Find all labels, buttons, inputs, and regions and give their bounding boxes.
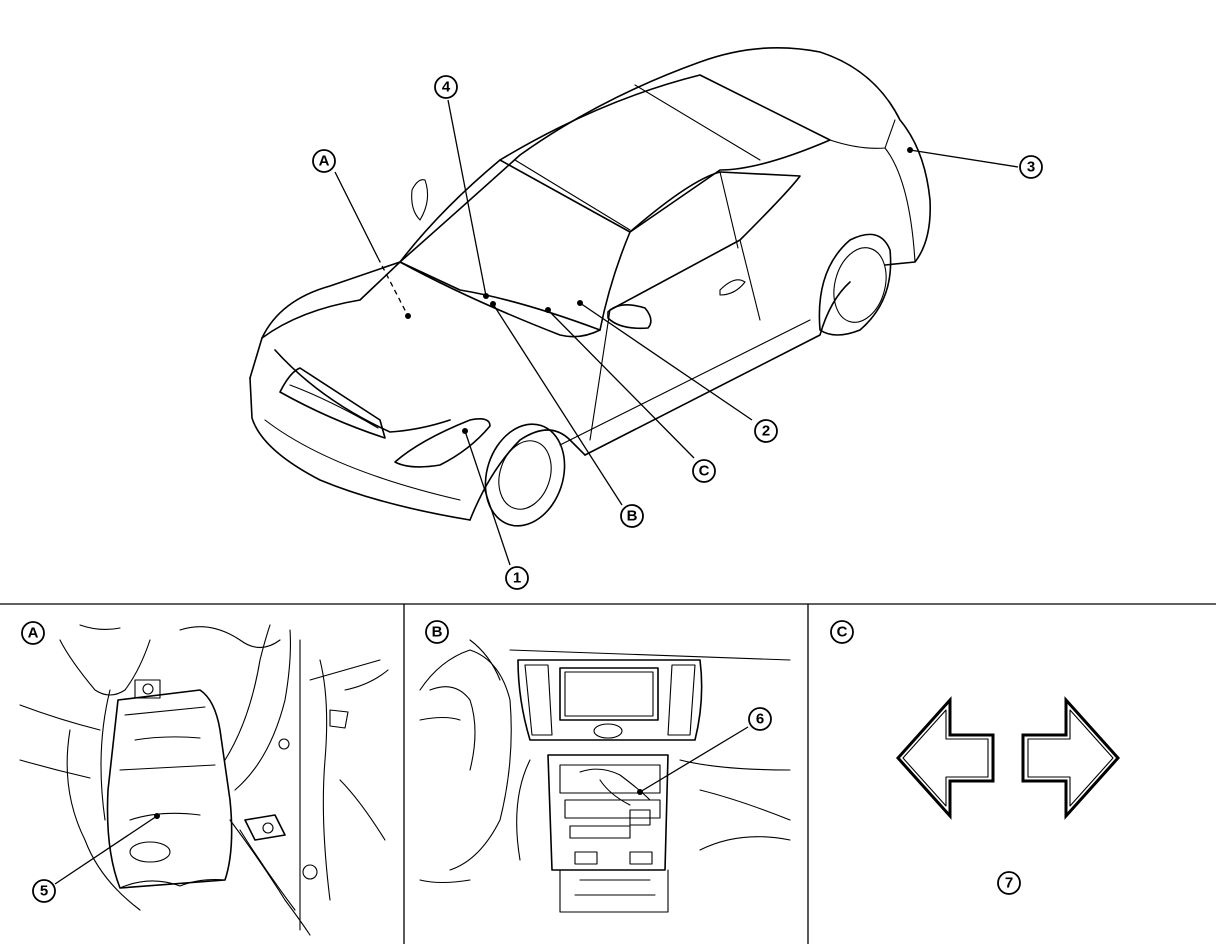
svg-text:5: 5 <box>40 883 48 900</box>
svg-text:3: 3 <box>1027 159 1035 176</box>
overview-leaders <box>334 99 1019 566</box>
panel-a-label: A <box>21 621 45 645</box>
svg-text:2: 2 <box>762 423 770 440</box>
left-arrow-icon <box>895 696 995 820</box>
svg-text:C: C <box>699 463 710 480</box>
svg-text:7: 7 <box>1005 875 1013 892</box>
callout-B-overview: B <box>620 504 644 528</box>
svg-text:B: B <box>627 508 638 525</box>
panel-dividers <box>0 603 1216 944</box>
callout-A: A <box>312 149 336 173</box>
svg-text:C: C <box>837 624 848 641</box>
callout-4: 4 <box>434 75 458 99</box>
svg-text:4: 4 <box>442 79 451 96</box>
svg-text:A: A <box>28 625 39 642</box>
callout-3: 3 <box>1019 155 1043 179</box>
callout-2: 2 <box>754 419 778 443</box>
panel-b-detail <box>419 639 791 913</box>
callout-7: 7 <box>997 871 1021 895</box>
panel-a-leader <box>54 813 160 885</box>
callout-1: 1 <box>505 566 529 590</box>
callout-6: 6 <box>748 707 772 731</box>
panel-c-label: C <box>830 620 854 644</box>
svg-text:1: 1 <box>513 570 521 587</box>
car-overview <box>249 46 932 527</box>
overview-dots <box>405 147 913 434</box>
panel-b-leader <box>637 726 749 795</box>
svg-text:6: 6 <box>756 711 764 728</box>
panel-b-label: B <box>425 620 449 644</box>
right-arrow-icon <box>1021 696 1121 820</box>
svg-text:B: B <box>432 624 443 641</box>
panel-a-detail <box>19 624 389 936</box>
svg-text:A: A <box>319 153 330 170</box>
callout-C-overview: C <box>692 459 716 483</box>
callout-5: 5 <box>32 879 56 903</box>
